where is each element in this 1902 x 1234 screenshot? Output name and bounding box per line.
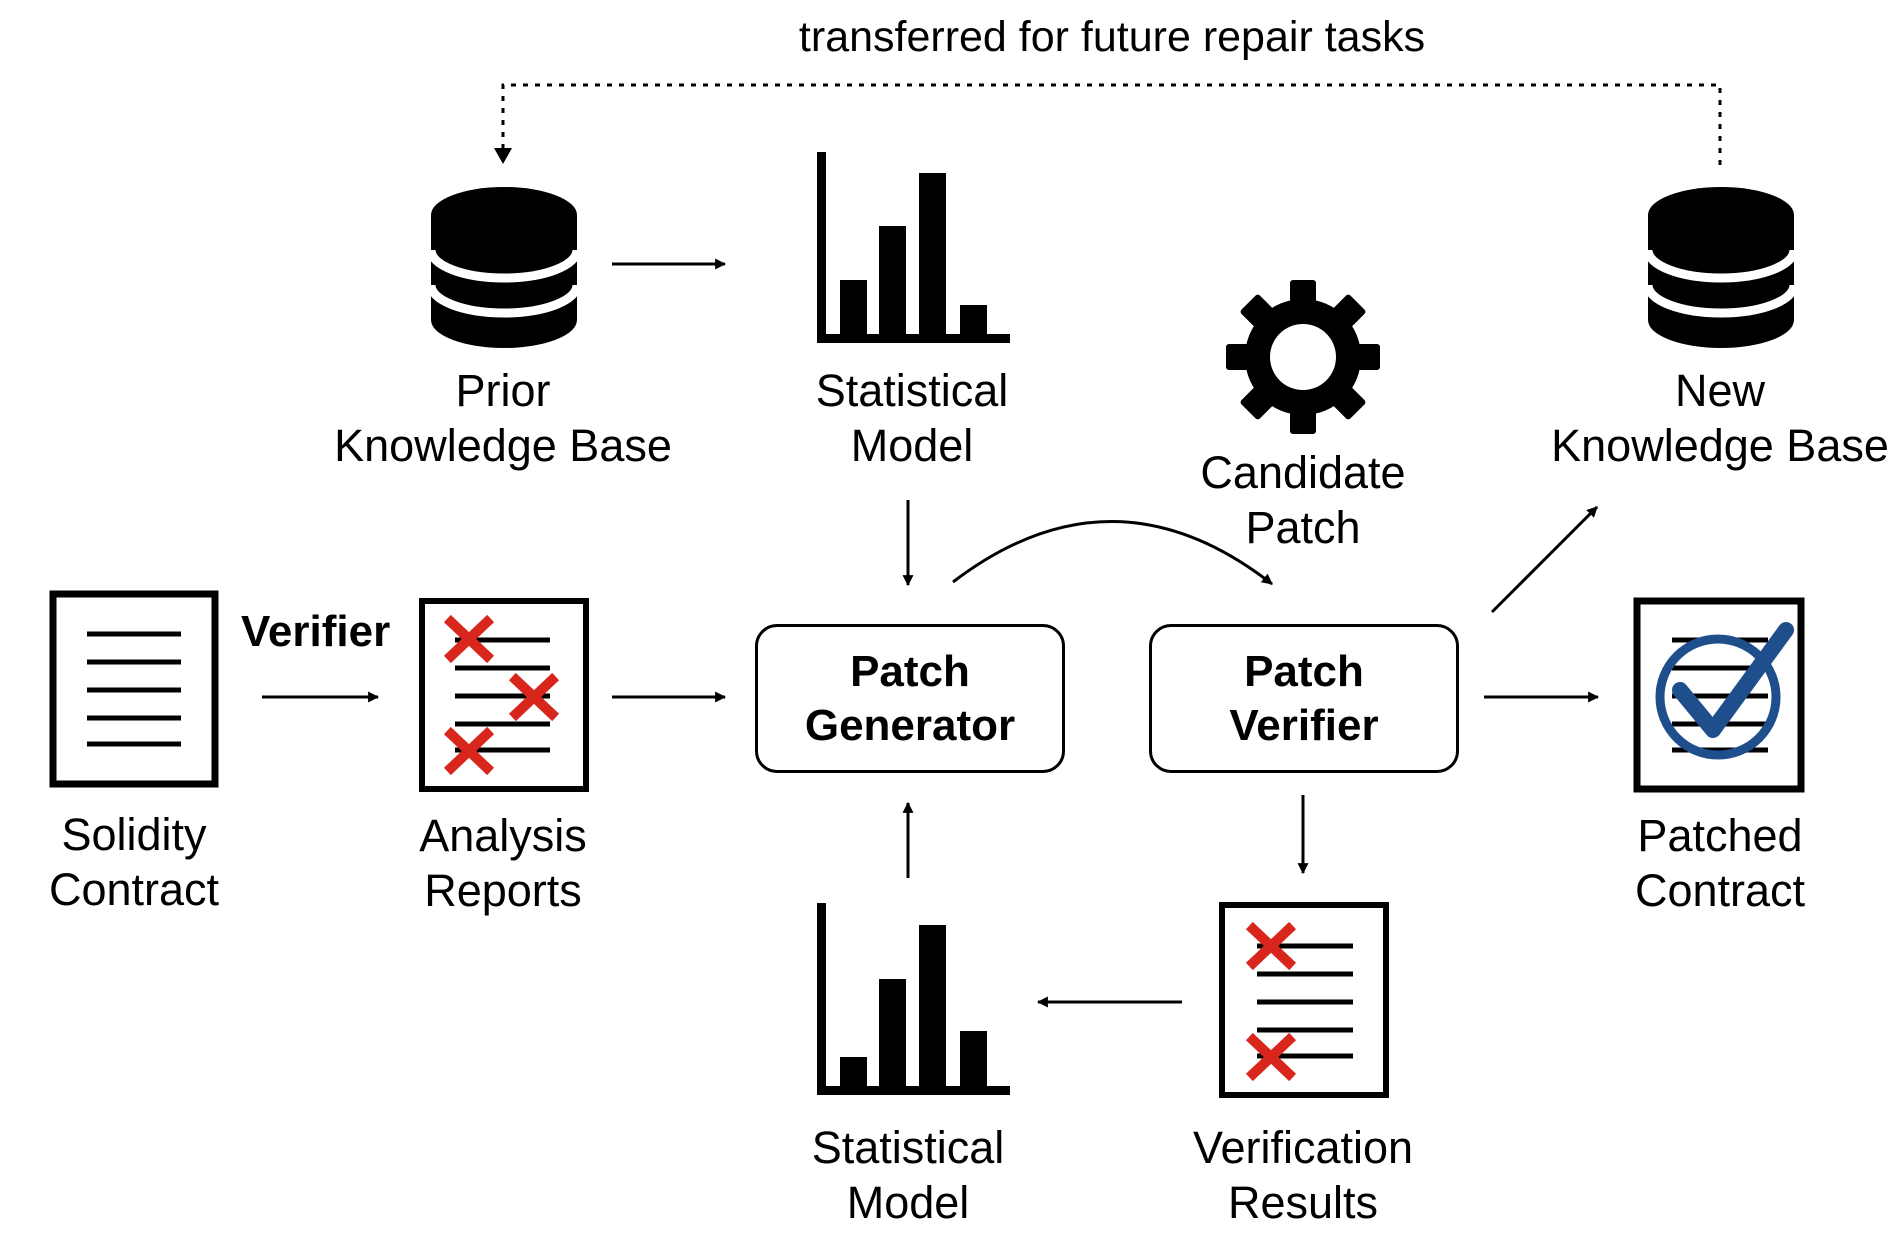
gear-icon: [1226, 280, 1380, 434]
new-database-icon: [1643, 187, 1799, 348]
report-with-errors-icon: [419, 598, 589, 792]
analysis-line2: Reports: [424, 865, 582, 916]
patched-line1: Patched: [1637, 810, 1803, 861]
prior-database-icon: [426, 187, 582, 348]
candidate-patch-label: Candidate Patch: [1200, 445, 1405, 555]
prior-kb-line2: Knowledge Base: [334, 420, 672, 471]
analysis-reports-label: Analysis Reports: [419, 808, 587, 918]
bar-chart-icon-top: [817, 152, 1010, 343]
patch-generator-line2: Generator: [804, 700, 1016, 750]
prior-knowledge-base-label: Prior Knowledge Base: [334, 363, 672, 473]
statistical-model-bottom-label: Statistical Model: [812, 1120, 1005, 1230]
prior-kb-line1: Prior: [455, 365, 551, 416]
checked-document-icon: [1633, 597, 1805, 793]
transfer-arrow: [494, 83, 1722, 165]
bar-chart-icon-bottom: [817, 903, 1010, 1095]
solidity-contract-label: Solidity Contract: [49, 807, 219, 917]
verification-results-icon: [1219, 902, 1389, 1098]
new-knowledge-base-label: New Knowledge Base: [1551, 363, 1889, 473]
patch-generator-box: Patch Generator: [755, 624, 1065, 773]
verification-line1: Verification: [1192, 1122, 1414, 1173]
patch-generator-line1: Patch: [850, 646, 970, 696]
solidity-line2: Contract: [48, 864, 220, 915]
transfer-label: transferred for future repair tasks: [798, 13, 1426, 61]
statistical-model-top-label: Statistical Model: [816, 363, 1009, 473]
new-kb-line1: New: [1674, 365, 1766, 416]
patch-verifier-line1: Patch: [1244, 646, 1364, 696]
candidate-patch-line2: Patch: [1245, 502, 1361, 553]
solidity-line1: Solidity: [61, 809, 207, 860]
document-icon: [49, 590, 219, 788]
patched-line2: Contract: [1634, 865, 1806, 916]
stat-model-top-line1: Statistical: [815, 365, 1009, 416]
candidate-patch-line1: Candidate: [1200, 447, 1406, 498]
verification-results-label: Verification Results: [1193, 1120, 1413, 1230]
arrow-candidate-patch: [952, 520, 1273, 586]
verification-line2: Results: [1227, 1177, 1379, 1228]
analysis-line1: Analysis: [419, 810, 587, 861]
patch-verifier-box: Patch Verifier: [1149, 624, 1459, 773]
arrow-verifier-to-new-kb: [1490, 505, 1599, 614]
new-kb-line2: Knowledge Base: [1551, 420, 1889, 471]
stat-model-top-line2: Model: [850, 420, 974, 471]
stat-model-bottom-line2: Model: [846, 1177, 970, 1228]
stat-model-bottom-line1: Statistical: [811, 1122, 1005, 1173]
patched-contract-label: Patched Contract: [1635, 808, 1805, 918]
verifier-edge-label: Verifier: [241, 607, 391, 656]
patch-verifier-line2: Verifier: [1229, 700, 1379, 750]
